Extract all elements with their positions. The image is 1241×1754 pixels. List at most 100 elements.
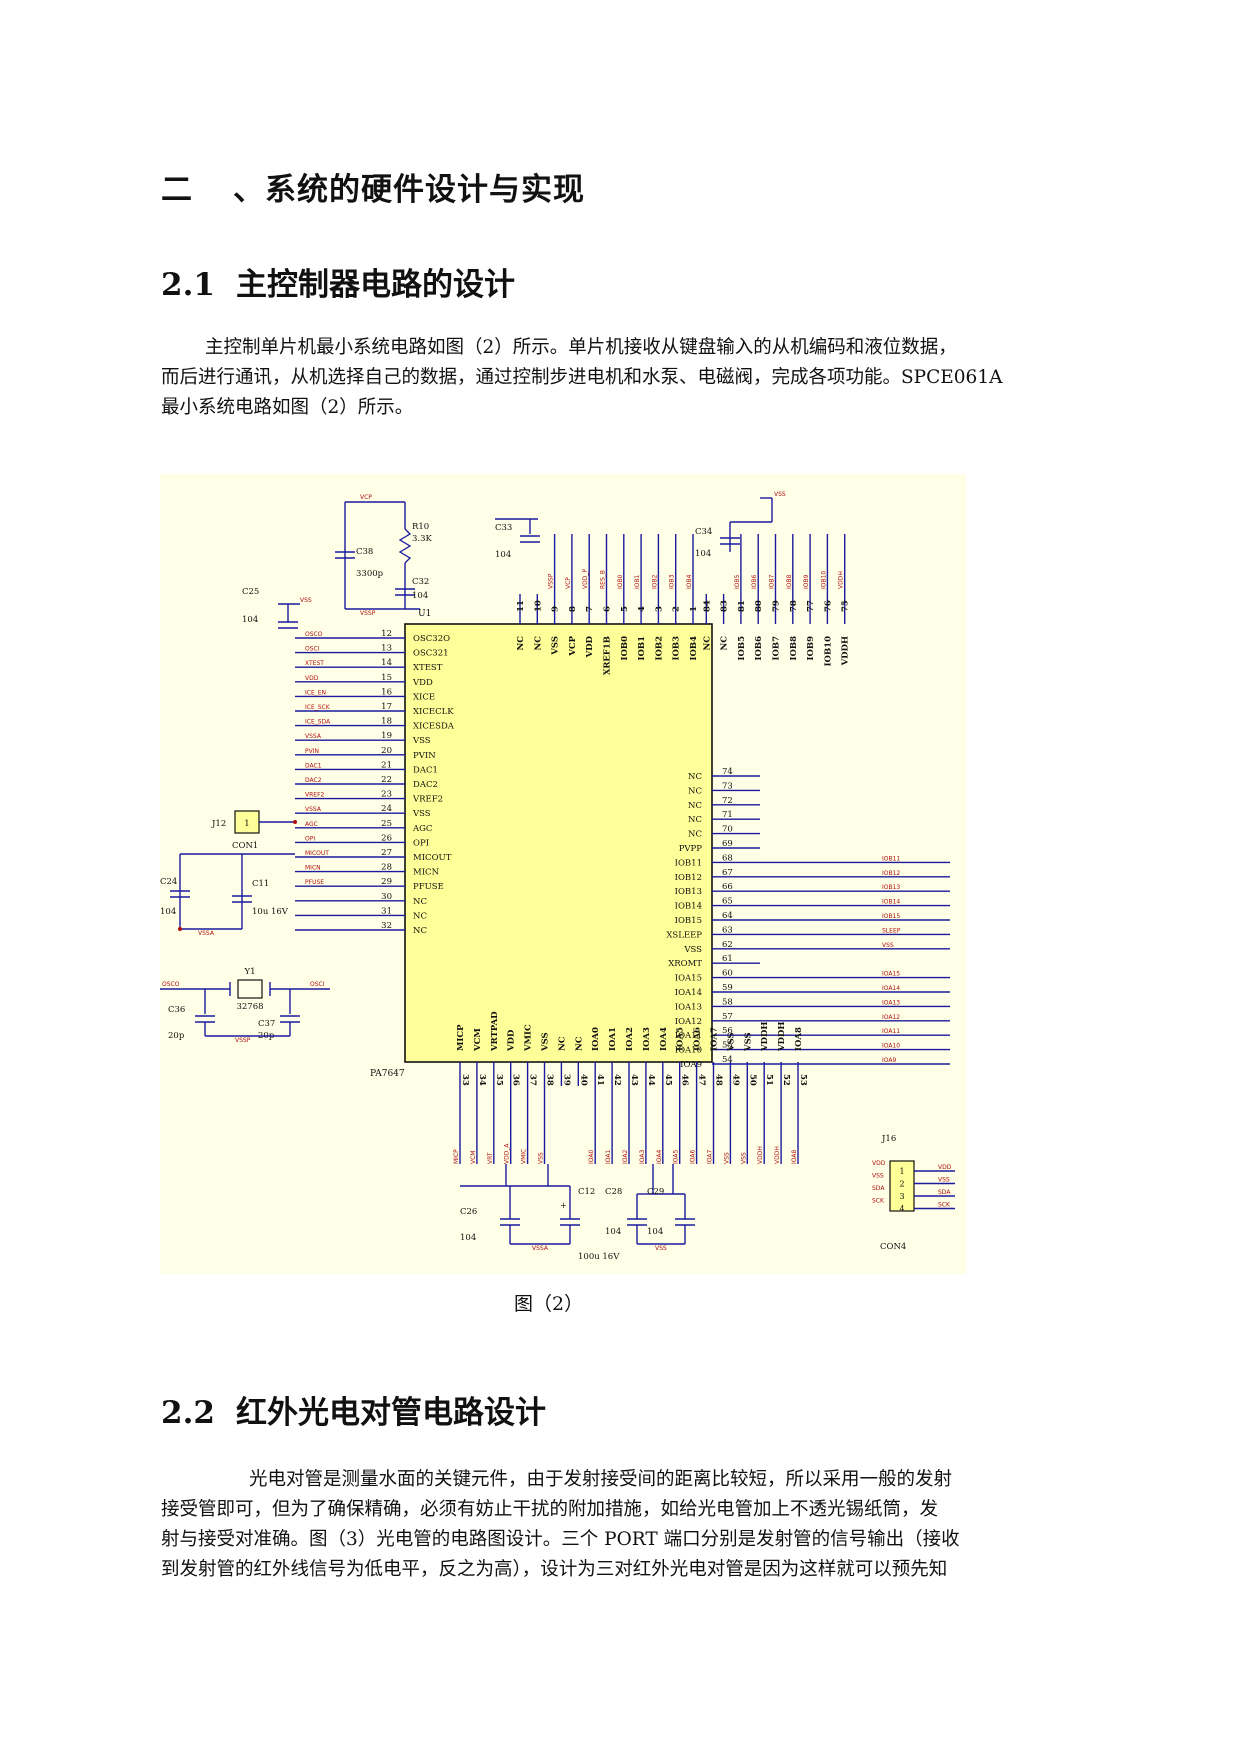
pin-number: 3 <box>654 606 664 612</box>
pin-number: 25 <box>381 819 392 829</box>
net-label: VSSA <box>305 733 322 740</box>
paragraph-line: 而后进行通讯，从机选择自己的数据，通过控制步进电机和水泵、电磁阀，完成各项功能。… <box>161 367 1003 388</box>
pin-name: IOB2 <box>654 636 664 661</box>
subsection-2-1-title: 主控制器电路的设计 <box>236 267 515 303</box>
crystal-y1 <box>237 979 263 999</box>
junction-dot <box>178 927 182 931</box>
pin-name: IOA5 <box>676 1027 686 1051</box>
section-title: 、系统的硬件设计与实现 <box>233 172 585 208</box>
net-label: IOA13 <box>882 999 900 1006</box>
pin-number: 38 <box>545 1074 555 1086</box>
net-label: VSSP <box>235 1037 251 1044</box>
pin-number: 60 <box>722 969 733 979</box>
pin-name: IOB12 <box>675 873 702 883</box>
subsection-2-2-heading: 2.2 红外光电对管电路设计 <box>161 1387 546 1432</box>
subsection-2-2-number: 2.2 <box>161 1395 215 1431</box>
pin-number: 68 <box>722 853 733 863</box>
pin-name: IOA15 <box>675 974 702 984</box>
pin-name: IOA14 <box>675 988 702 998</box>
pin-name: XICE <box>413 692 435 702</box>
pin-name: IOA4 <box>659 1027 669 1051</box>
net-label: SDA <box>872 1185 885 1192</box>
pin-name: NC <box>413 897 427 907</box>
pin-name: IOA13 <box>675 1002 702 1012</box>
cap-value: 104 <box>647 1227 663 1237</box>
net-label: OSCI <box>305 646 320 653</box>
net-label: VREF2 <box>305 792 325 799</box>
pin-name: VDD <box>507 1029 517 1052</box>
pin-number: 40 <box>578 1074 588 1086</box>
section-number: 二 <box>161 172 193 208</box>
pin-number: 50 <box>747 1074 757 1086</box>
pin-number: 67 <box>722 868 733 878</box>
pin-name: OPI <box>413 838 429 848</box>
cap-ref: C26 <box>460 1207 477 1217</box>
pin-name: IOB13 <box>675 887 702 897</box>
pin-number: 84 <box>702 600 712 612</box>
section-heading: 二 、系统的硬件设计与实现 <box>161 164 585 209</box>
pin-number: 14 <box>381 658 392 668</box>
pin-number: 44 <box>646 1074 656 1086</box>
pin-number: 70 <box>722 825 733 835</box>
pin-number: 33 <box>460 1074 470 1086</box>
net-label: VSS <box>740 1152 747 1164</box>
pin-name: IOA8 <box>794 1027 804 1051</box>
net-label: MICOUT <box>305 850 329 857</box>
cap-value: 10u 16V <box>252 907 289 917</box>
pin-name: IOB5 <box>737 636 747 661</box>
net-label: RES_B <box>600 570 607 589</box>
pin-number: 80 <box>754 600 764 612</box>
chip-u1-body <box>404 623 713 1063</box>
pin-number: 45 <box>663 1074 673 1086</box>
net-label: OSCO <box>162 981 180 988</box>
net-label: OSCI <box>310 981 325 988</box>
net-label: IOB3 <box>669 574 676 589</box>
pin-name: VDDH <box>760 1022 770 1052</box>
cap-ref: C38 <box>356 547 373 557</box>
pin-name: VDD <box>585 635 595 658</box>
net-label: VDD <box>872 1160 886 1167</box>
net-label: IOB9 <box>803 574 810 589</box>
pin-number: 65 <box>722 897 733 907</box>
net-label: VSS <box>872 1173 884 1180</box>
cap-value: 104 <box>460 1233 476 1243</box>
pin-name: DAC1 <box>413 765 438 775</box>
net-label: PFUSE <box>305 879 324 886</box>
crystal-ref: Y1 <box>243 967 255 977</box>
junction-dot <box>293 820 297 824</box>
net-label: VCM <box>470 1151 477 1164</box>
net-label: VSS <box>300 597 312 604</box>
pin-number: 66 <box>722 882 733 892</box>
pin-number: 47 <box>697 1074 707 1086</box>
net-label: IOA2 <box>622 1150 629 1164</box>
pin-name: MICOUT <box>413 853 452 863</box>
pin-name: IOA2 <box>625 1027 635 1051</box>
paragraph-line: 接受管即可，但为了确保精确，必须有妨止干扰的附加措施，如给光电管加上不透光锡纸筒… <box>161 1499 939 1520</box>
pin-name: IOA7 <box>710 1027 720 1051</box>
pin-number: 62 <box>722 940 733 950</box>
cap-value: 104 <box>695 549 711 559</box>
net-label: IOA0 <box>588 1150 595 1164</box>
net-label: ICE_SDA <box>305 719 331 726</box>
cap-value: 104 <box>242 615 258 625</box>
net-label: IOA3 <box>639 1150 646 1164</box>
pin-name: NC <box>688 815 702 825</box>
net-label: VDDH <box>838 571 845 589</box>
subsection-2-1-number: 2.1 <box>161 267 215 303</box>
pin-number: 54 <box>722 1055 733 1065</box>
net-label: IOB10 <box>820 571 827 589</box>
pin-name: IOB11 <box>675 858 702 868</box>
pin-name: NC <box>516 636 526 651</box>
pin-number: 36 <box>511 1074 521 1086</box>
pin-name: OSC321 <box>413 649 449 659</box>
net-label: IOA15 <box>882 971 900 978</box>
cap-ref: C28 <box>605 1187 622 1197</box>
net-label: IOA9 <box>882 1057 896 1064</box>
cap-value: 20p <box>168 1031 185 1041</box>
pin-name: IOB15 <box>675 916 702 926</box>
cap-ref: C36 <box>168 1005 185 1015</box>
connector-name: CON1 <box>232 841 258 851</box>
pin-number: 71 <box>722 810 733 820</box>
figure-caption: 图（2） <box>514 1293 584 1315</box>
subsection-2-2-title: 红外光电对管电路设计 <box>236 1395 546 1431</box>
